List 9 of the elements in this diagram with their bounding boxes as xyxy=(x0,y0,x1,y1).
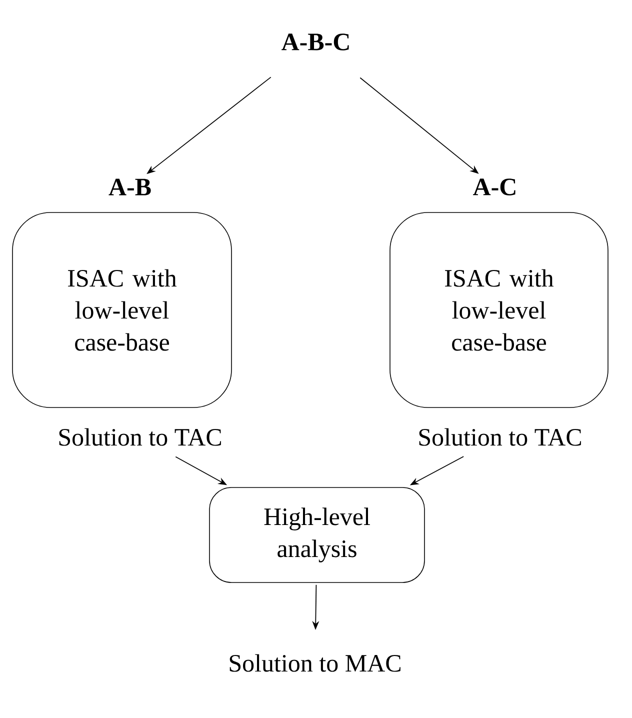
heading-text: A-B xyxy=(108,178,151,196)
output-text: Solution to TAC xyxy=(59,428,221,446)
output-text: Solution to TAC xyxy=(419,428,581,446)
heading-text: A-B-C xyxy=(282,34,349,50)
process-box: High-level analysis xyxy=(209,487,425,583)
output-text: Solution to MAC xyxy=(230,654,400,672)
process-box: ISAC with low-level case-base xyxy=(390,212,608,408)
process-box: ISAC with low-level case-base xyxy=(12,212,232,408)
heading-text: A-C xyxy=(473,178,516,196)
